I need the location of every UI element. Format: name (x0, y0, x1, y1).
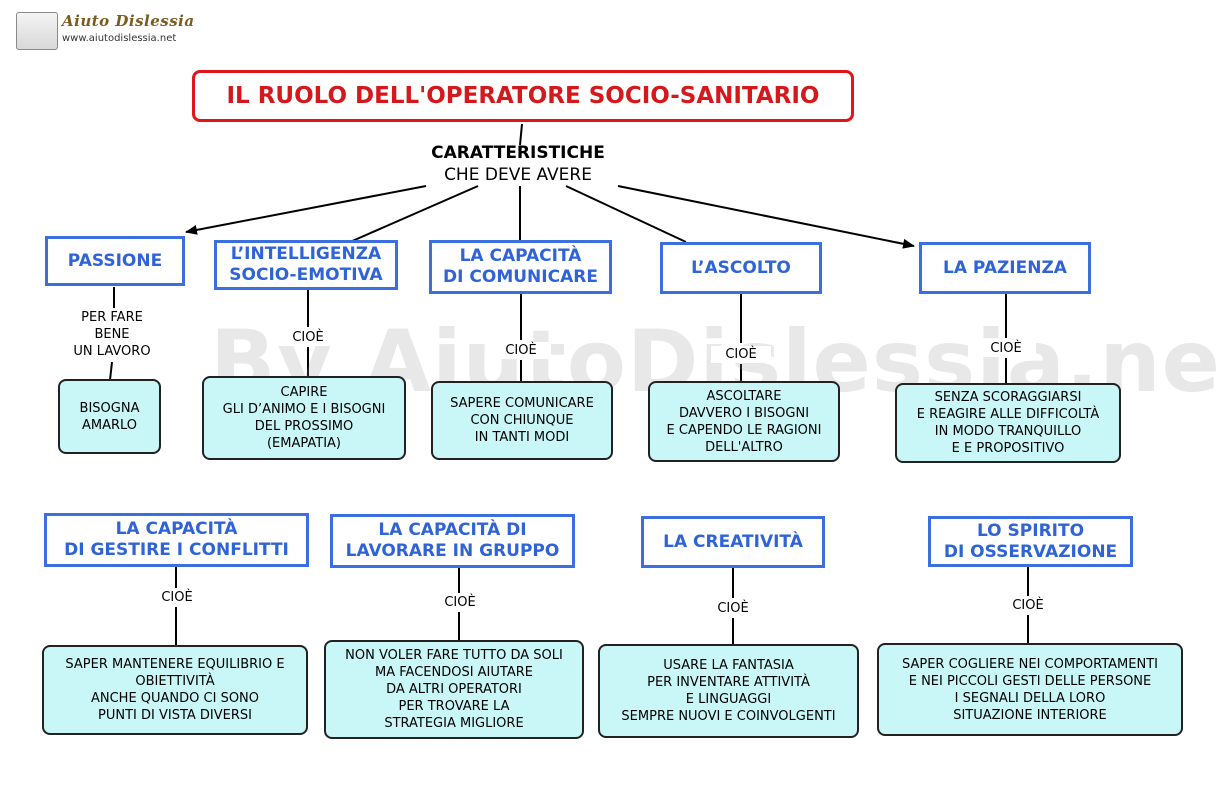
subtitle: CARATTERISTICHE CHE DEVE AVERE (410, 142, 626, 186)
detail-osservazione: SAPER COGLIERE NEI COMPORTAMENTI E NEI P… (877, 643, 1183, 736)
concept-intelligenza: L’INTELLIGENZA SOCIO-EMOTIVA (214, 240, 398, 290)
link-label-gruppo: CIOÈ (430, 594, 490, 611)
link-label-pazienza: CIOÈ (976, 340, 1036, 357)
logo-url: www.aiutodislessia.net (62, 33, 177, 44)
subtitle-line-2: CHE DEVE AVERE (444, 165, 592, 185)
concept-passione: PASSIONE (45, 236, 185, 286)
link-label-conflitti: CIOÈ (147, 589, 207, 606)
subtitle-line-1: CARATTERISTICHE (431, 143, 605, 163)
arrow-to-passione (185, 185, 427, 235)
concept-ascolto: L’ASCOLTO (660, 242, 822, 294)
concept-conflitti: LA CAPACITÀ DI GESTIRE I CONFLITTI (44, 513, 309, 567)
detail-comunicare: SAPERE COMUNICARE CON CHIUNQUE IN TANTI … (431, 381, 613, 460)
page-title: IL RUOLO DELL'OPERATORE SOCIO-SANITARIO (192, 70, 854, 122)
link-label-creativita: CIOÈ (703, 600, 763, 617)
arrow-to-pazienza (617, 185, 915, 249)
concept-osservazione: LO SPIRITO DI OSSERVAZIONE (928, 516, 1133, 567)
logo-icon (16, 12, 58, 50)
detail-intelligenza: CAPIRE GLI D’ANIMO E I BISOGNI DEL PROSS… (202, 376, 406, 460)
link-label-comunicare: CIOÈ (491, 342, 551, 359)
link-label-osservazione: CIOÈ (998, 597, 1058, 614)
line-to-intelligenza (349, 185, 479, 243)
concept-pazienza: LA PAZIENZA (919, 242, 1091, 294)
detail-ascolto: ASCOLTARE DAVVERO I BISOGNI E CAPENDO LE… (648, 381, 840, 462)
link-label-intelligenza: CIOÈ (278, 329, 338, 346)
link-label-ascolto: CIOÈ (711, 346, 771, 363)
detail-passione: BISOGNA AMARLO (58, 379, 161, 454)
detail-pazienza: SENZA SCORAGGIARSI E REAGIRE ALLE DIFFIC… (895, 383, 1121, 463)
link-label-passione: PER FARE BENE UN LAVORO (62, 309, 162, 360)
detail-conflitti: SAPER MANTENERE EQUILIBRIO E OBIETTIVITÀ… (42, 645, 308, 735)
logo-title: Aiuto Dislessia (62, 12, 195, 30)
concept-comunicare: LA CAPACITÀ DI COMUNICARE (429, 240, 612, 294)
concept-creativita: LA CREATIVITÀ (641, 516, 825, 568)
title-to-subtitle-line (519, 123, 523, 146)
detail-gruppo: NON VOLER FARE TUTTO DA SOLI MA FACENDOS… (324, 640, 584, 739)
concept-gruppo: LA CAPACITÀ DI LAVORARE IN GRUPPO (330, 514, 575, 568)
detail-creativita: USARE LA FANTASIA PER INVENTARE ATTIVITÀ… (598, 644, 859, 738)
line-to-ascolto (565, 185, 687, 243)
